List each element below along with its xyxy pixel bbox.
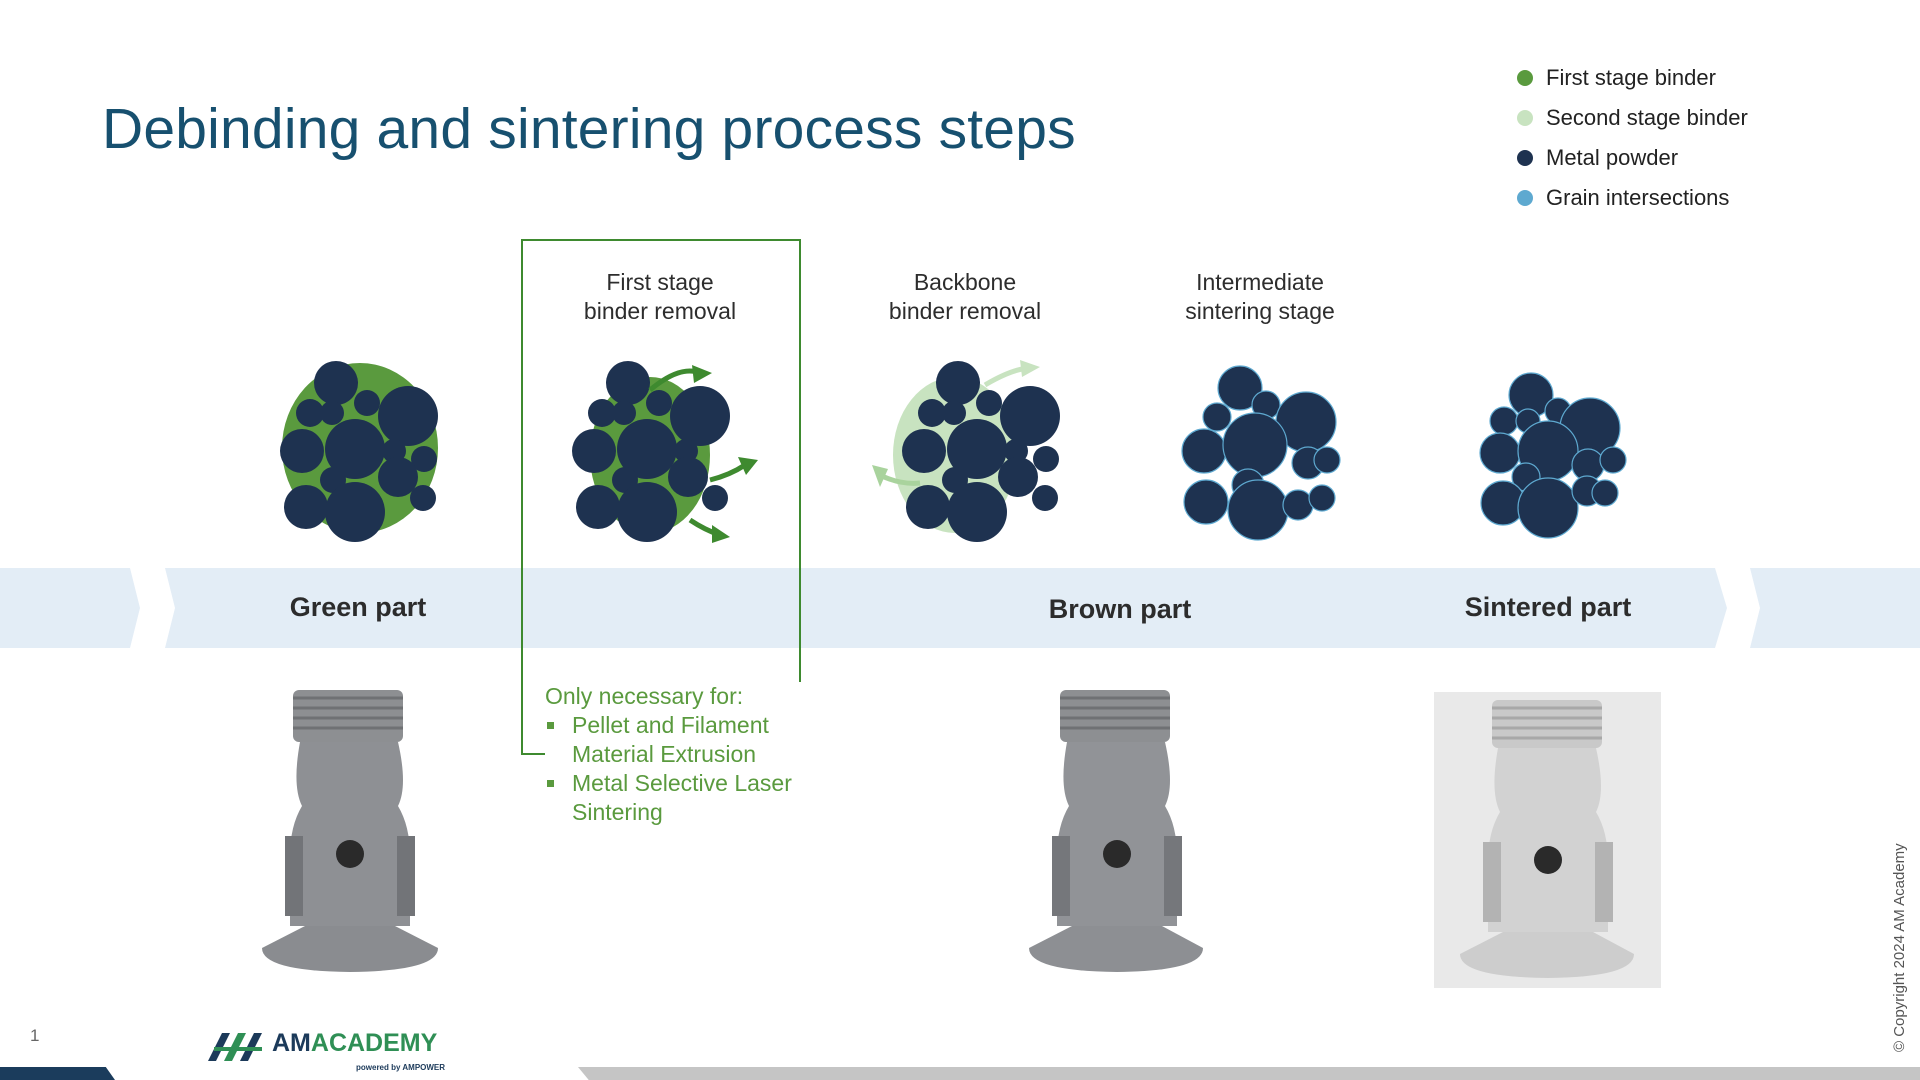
copyright-notice: © Copyright 2024 AM Academy <box>1891 843 1908 1052</box>
sintered-part-photo-frame <box>1434 692 1661 988</box>
logo-academy: ACADEMY <box>310 1029 438 1057</box>
footer-bar-left <box>0 1067 115 1080</box>
legend-dot-icon <box>1517 190 1533 206</box>
legend-dot-icon <box>1517 110 1533 126</box>
green-part-particles-icon <box>280 361 438 542</box>
first-stage-highlight-box <box>521 239 801 755</box>
intermediate-particles-icon <box>1181 365 1341 541</box>
logo-subtitle: powered by AMPOWER <box>356 1063 446 1072</box>
band-label-green-part: Green part <box>289 592 427 622</box>
backbone-particles-icon <box>872 360 1060 542</box>
step-label-line: binder removal <box>583 298 737 324</box>
page-title: Debinding and sintering process steps <box>102 97 1076 161</box>
legend-item-metal-powder: Metal powder <box>1517 138 1748 178</box>
step-label-backbone: Backbone binder removal <box>815 268 1115 326</box>
process-band <box>0 568 1920 648</box>
brown-part-photo <box>1029 690 1203 972</box>
legend-dot-icon <box>1517 150 1533 166</box>
legend-item-grain-intersections: Grain intersections <box>1517 178 1748 218</box>
note-only-necessary: Only necessary for: Pellet and Filament … <box>545 682 805 827</box>
note-item: Pellet and Filament Material Extrusion <box>545 711 805 769</box>
sintered-particles-icon <box>1479 372 1627 539</box>
legend-label: Second stage binder <box>1546 105 1748 130</box>
green-part-photo <box>262 690 438 972</box>
page-number: 1 <box>30 1026 40 1045</box>
legend-label: Metal powder <box>1546 145 1679 170</box>
legend: First stage binder Second stage binder M… <box>1517 58 1748 218</box>
note-item: Metal Selective Laser Sintering <box>545 769 805 827</box>
step-label-intermediate: Intermediate sintering stage <box>1110 268 1410 326</box>
am-academy-logo: AMACADEMY powered by AMPOWER <box>208 1031 445 1072</box>
am-academy-logo-mark-icon <box>208 1033 262 1061</box>
legend-item-second-stage-binder: Second stage binder <box>1517 98 1748 138</box>
logo-am: AM <box>272 1029 311 1057</box>
logo-wordmark: AMACADEMY <box>272 1031 437 1056</box>
legend-label: First stage binder <box>1546 65 1716 90</box>
sintered-part-photo <box>1434 692 1661 988</box>
legend-label: Grain intersections <box>1546 185 1730 210</box>
step-label-first-stage: First stage binder removal <box>510 268 810 326</box>
band-label-brown-part: Brown part <box>1048 594 1192 624</box>
step-label-line: binder removal <box>888 298 1042 324</box>
first-stage-particles-icon <box>572 361 758 543</box>
step-label-line: First stage <box>606 269 714 295</box>
legend-dot-icon <box>1517 70 1533 86</box>
band-label-sintered-part: Sintered part <box>1464 592 1632 622</box>
step-label-line: Intermediate <box>1196 269 1324 295</box>
step-label-line: Backbone <box>913 269 1017 295</box>
footer-bar-right <box>578 1067 1920 1080</box>
note-heading: Only necessary for: <box>545 683 744 709</box>
note-list: Pellet and Filament Material Extrusion M… <box>545 711 805 827</box>
legend-item-first-stage-binder: First stage binder <box>1517 58 1748 98</box>
step-label-line: sintering stage <box>1185 298 1335 324</box>
